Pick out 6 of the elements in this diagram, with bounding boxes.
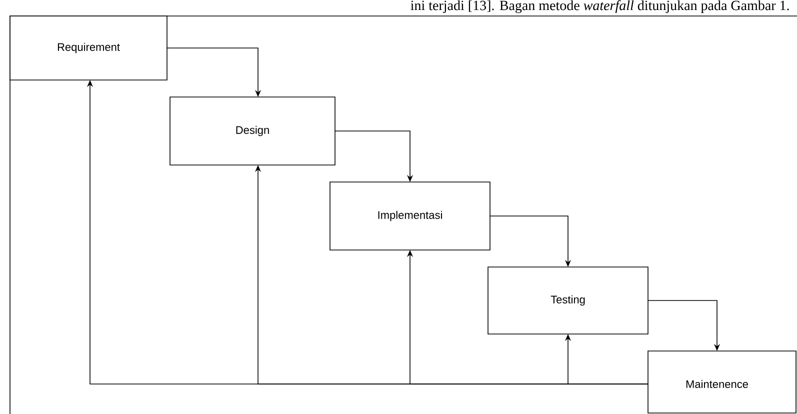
process-box: Design (170, 96, 336, 166)
process-box: Implementasi (330, 182, 490, 250)
body-text: ini terjadi [13]. Bagan metode waterfall ditunjukan pada Gambar 1. (410, 0, 789, 14)
process-box: Maintenence (648, 350, 796, 414)
process-box: Requirement (10, 16, 168, 80)
process-box: Testing (488, 266, 648, 334)
